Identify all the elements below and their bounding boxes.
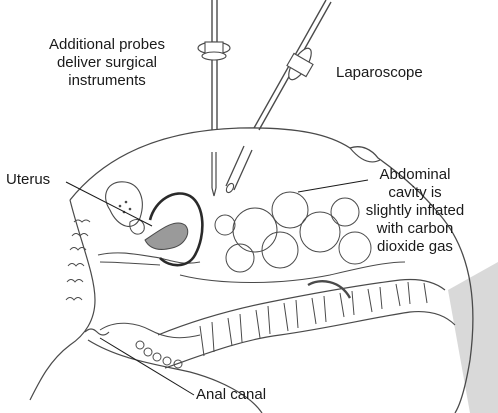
thigh-outline [30, 200, 95, 400]
uterus-leader [66, 182, 152, 226]
bladder-dot [129, 208, 132, 211]
uterus-label: Uterus [6, 171, 50, 189]
spine-back [165, 312, 455, 368]
surgical-probe [198, 0, 230, 196]
uterus-body [145, 223, 188, 250]
abdominal-cavity-label: Abdominal cavity is slightly inflated wi… [340, 166, 490, 256]
vagina [100, 262, 160, 265]
pelvic-wall [98, 253, 200, 263]
laparoscope-instrument [225, 0, 331, 194]
anal-opening [85, 329, 109, 335]
probes-label: Additional probes deliver surgical instr… [12, 36, 202, 90]
peritoneum-line [180, 262, 405, 283]
spine-front [158, 279, 445, 335]
anal-canal-label: Anal canal [196, 386, 266, 404]
bladder-dot [119, 205, 122, 208]
pubic-hair [66, 220, 90, 300]
ovary [130, 220, 145, 235]
shadow-wedge [448, 262, 498, 413]
anal-leader [100, 338, 194, 395]
organ-arc [308, 281, 350, 298]
laparoscope-label: Laparoscope [336, 64, 423, 82]
bladder-dot [125, 201, 128, 204]
